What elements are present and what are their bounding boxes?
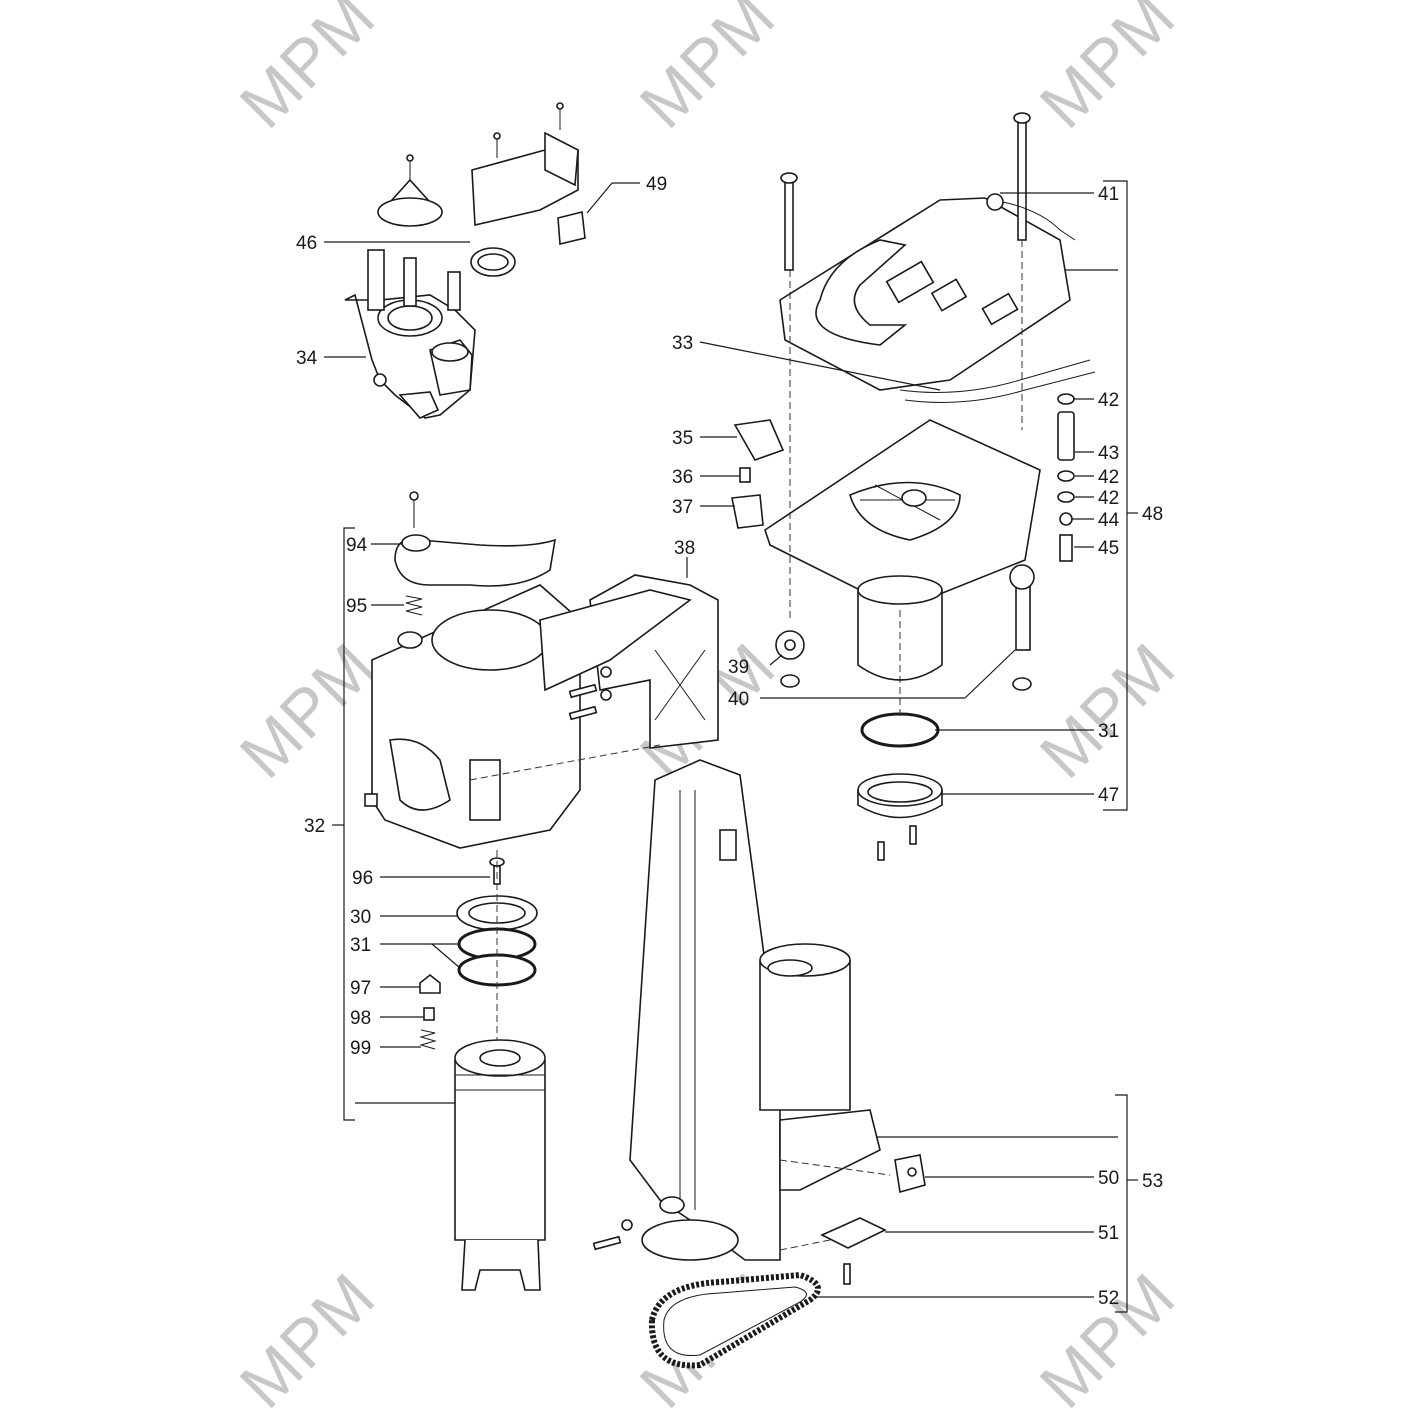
watermark: MPM	[226, 0, 389, 142]
watermark: MPM	[626, 0, 789, 142]
label-48: 48	[1142, 504, 1163, 525]
label-99: 99	[350, 1038, 371, 1059]
watermark: MPM	[1026, 629, 1189, 792]
label-38: 38	[674, 538, 695, 559]
part-94-lever	[394, 491, 557, 587]
label-35: 35	[672, 428, 693, 449]
label-96: 96	[352, 868, 373, 889]
part-50-connector	[894, 1154, 926, 1194]
label-39: 39	[728, 657, 749, 678]
mounting-plate	[764, 419, 1041, 611]
label-32: 32	[304, 816, 325, 837]
label-31: 31	[1098, 721, 1119, 742]
watermark: MPM	[1026, 1259, 1189, 1422]
piston-cylinder	[454, 1039, 546, 1291]
small-screws	[568, 666, 612, 721]
label-33: 33	[672, 333, 693, 354]
label-30: 30	[350, 907, 371, 928]
label-51: 51	[1098, 1223, 1119, 1244]
label-44: 44	[1098, 510, 1120, 531]
long-screws	[780, 112, 1031, 271]
part-49-clip	[557, 211, 586, 245]
part-34-valve-body	[344, 249, 476, 419]
label-42: 42	[1098, 488, 1119, 509]
part-32-brew-unit	[364, 584, 692, 849]
part-46-seal	[470, 247, 516, 277]
label-47: 47	[1098, 785, 1119, 806]
label-53: 53	[1142, 1171, 1163, 1192]
part-52-belt	[648, 1271, 821, 1369]
part-43-45-valve-stack	[1057, 393, 1075, 562]
group-brackets	[332, 180, 1138, 1313]
label-42: 42	[1098, 467, 1119, 488]
label-97: 97	[350, 978, 371, 999]
label-42: 42	[1098, 390, 1119, 411]
label-98: 98	[350, 1008, 371, 1029]
main-tower	[629, 759, 781, 1261]
part-97-99-small-parts	[419, 973, 441, 1050]
label-43: 43	[1098, 443, 1119, 464]
part-39-40-gears	[775, 564, 1035, 691]
part-31-ring-upper	[860, 712, 940, 748]
gear-wheel	[592, 1196, 739, 1261]
assembly-guides	[469, 240, 1023, 1251]
valve-bracket	[471, 102, 579, 226]
label-52: 52	[1098, 1288, 1119, 1309]
part-35-37-brackets	[731, 419, 785, 529]
part-33-upper-housing	[779, 197, 1096, 403]
part-30-filter	[456, 895, 538, 931]
label-94: 94	[346, 535, 368, 556]
label-40: 40	[728, 689, 749, 710]
part-41-sensor	[986, 193, 1076, 241]
label-95: 95	[346, 596, 367, 617]
watermark: MPM	[1026, 0, 1189, 142]
motor-housing	[759, 943, 881, 1191]
label-41: 41	[1098, 184, 1119, 205]
watermark: MPM	[226, 1259, 389, 1422]
valve-cap	[377, 154, 443, 227]
label-34: 34	[296, 348, 318, 369]
part-labels: 49 46 34 41 33 42 43 42 42 44 48 45 35 3…	[296, 174, 1163, 1309]
part-51-plate	[820, 1217, 887, 1285]
label-37: 37	[672, 497, 693, 518]
label-49: 49	[646, 174, 667, 195]
part-95-spring	[405, 595, 423, 616]
part-47-filter-upper	[857, 773, 943, 861]
label-31: 31	[350, 935, 371, 956]
watermark: MPM	[226, 629, 389, 792]
label-36: 36	[672, 467, 693, 488]
label-46: 46	[296, 233, 317, 254]
label-45: 45	[1098, 538, 1119, 559]
leader-lines	[324, 182, 1118, 1298]
label-50: 50	[1098, 1168, 1119, 1189]
